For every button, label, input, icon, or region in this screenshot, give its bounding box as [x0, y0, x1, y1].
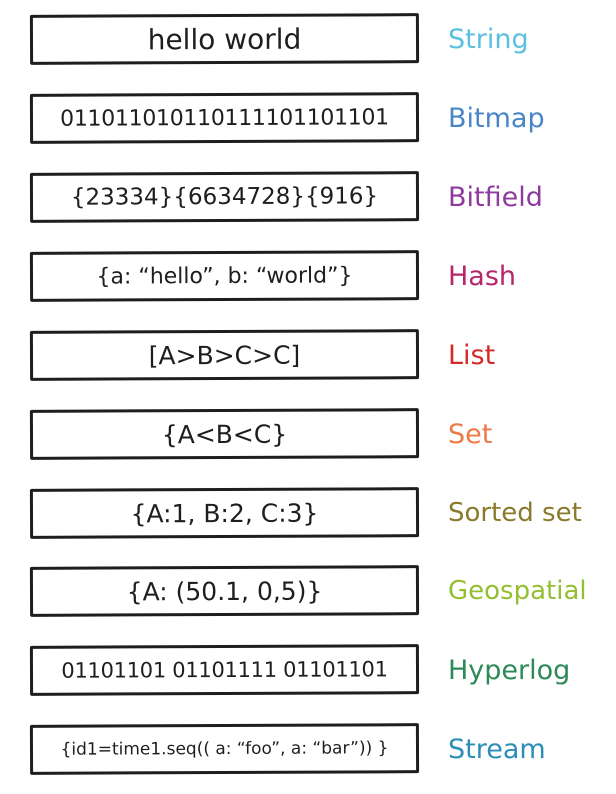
type-label-hash: Hash — [448, 260, 517, 292]
row-bitmap: 011011010110111101101101 Bitmap — [0, 92, 616, 153]
value-box-list: [A>B>C>C] — [29, 329, 420, 381]
value-box-string: hello world — [29, 13, 420, 65]
row-sorted-set: {A:1, B:2, C:3} Sorted set — [0, 487, 616, 548]
value-box-stream: {id1=time1.seq(( a: “foo”, a: “bar”)) } — [29, 723, 420, 775]
value-box-hash: {a: “hello”, b: “world”} — [29, 250, 420, 302]
row-string: hello world String — [0, 13, 616, 74]
type-label-set: Set — [448, 418, 493, 450]
value-box-geospatial: {A: (50.1, 0,5)} — [29, 565, 420, 617]
row-list: [A>B>C>C] List — [0, 329, 616, 390]
row-hash: {a: “hello”, b: “world”} Hash — [0, 250, 616, 311]
type-label-sorted-set: Sorted set — [448, 498, 582, 528]
value-box-hyperlog: 01101101 01101111 01101101 — [29, 644, 420, 696]
value-box-bitfield: {23334}{6634728}{916} — [29, 171, 420, 223]
row-hyperlog: 01101101 01101111 01101101 Hyperlog — [0, 644, 616, 705]
value-box-bitmap: 011011010110111101101101 — [29, 92, 420, 144]
type-label-stream: Stream — [448, 733, 546, 765]
type-label-hyperlog: Hyperlog — [448, 654, 571, 686]
row-geospatial: {A: (50.1, 0,5)} Geospatial — [0, 565, 616, 626]
type-label-string: String — [448, 23, 529, 55]
type-label-list: List — [448, 339, 496, 371]
row-set: {A<B<C} Set — [0, 408, 616, 469]
type-label-bitmap: Bitmap — [448, 102, 545, 134]
row-bitfield: {23334}{6634728}{916} Bitfield — [0, 171, 616, 232]
value-box-sorted-set: {A:1, B:2, C:3} — [29, 487, 420, 539]
type-label-geospatial: Geospatial — [448, 576, 587, 606]
value-box-set: {A<B<C} — [29, 408, 420, 460]
row-stream: {id1=time1.seq(( a: “foo”, a: “bar”)) } … — [0, 723, 616, 784]
type-label-bitfield: Bitfield — [448, 181, 543, 213]
